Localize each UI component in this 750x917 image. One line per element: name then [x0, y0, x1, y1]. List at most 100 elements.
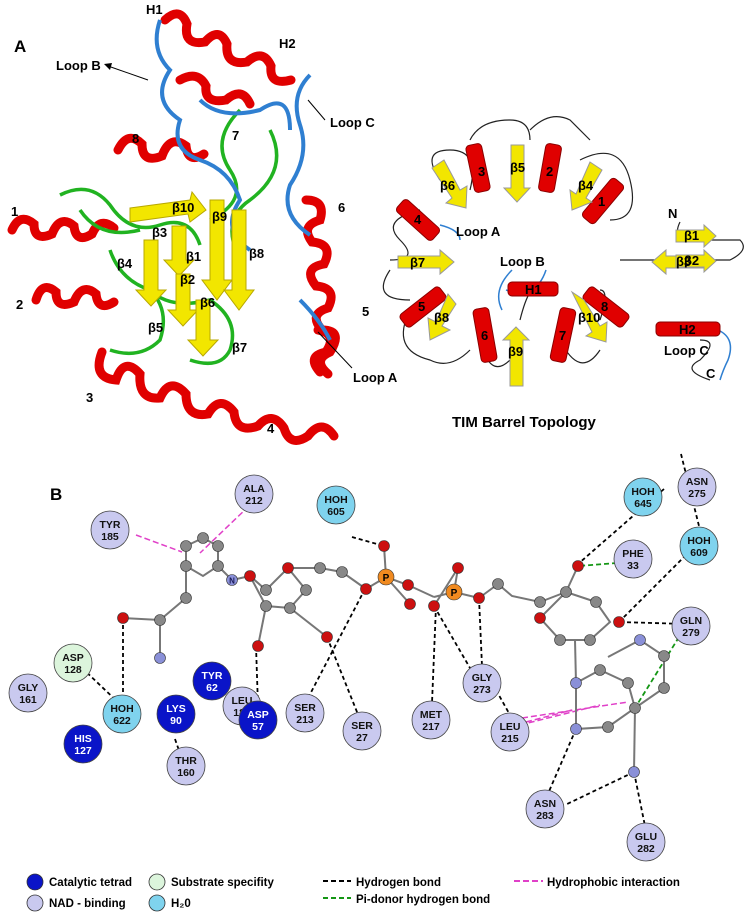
- label-helix-1: 1: [11, 204, 18, 219]
- legend-hydrophobic-label: Hydrophobic interaction: [547, 877, 680, 889]
- residue-name: ASP: [62, 652, 84, 664]
- label-helix-2: 2: [16, 297, 23, 312]
- residue-circle: [166, 746, 206, 786]
- residue-nodes: ALA212TYR185HOH605HOH645ASN275PHE33HOH60…: [8, 467, 719, 862]
- phosphorus-label-1: P: [383, 573, 390, 584]
- residue-number: 279: [682, 627, 700, 639]
- label-strand-5: β5: [148, 320, 163, 335]
- label-helix-3: 3: [86, 390, 93, 405]
- topo-strand-3: β3: [676, 254, 691, 269]
- residue-name: GLN: [680, 615, 702, 627]
- residue-circle: [613, 539, 653, 579]
- residue-number: 215: [501, 733, 519, 745]
- label-strand-3: β3: [152, 225, 167, 240]
- residue-name: MET: [420, 709, 443, 721]
- label-strand-9: β9: [212, 209, 227, 224]
- residue-circle: [525, 789, 565, 829]
- residue-circle: [490, 712, 530, 752]
- topo-helix-h1: H1: [525, 282, 542, 297]
- label-strand-2: β2: [180, 272, 195, 287]
- legend-substrate-label: Substrate specifity: [171, 877, 274, 889]
- strand-arrows: [129, 190, 255, 357]
- legend-nad-label: NAD - binding: [49, 898, 126, 910]
- topo-loop-b: Loop B: [500, 254, 545, 269]
- label-strand-4: β4: [117, 256, 133, 271]
- residue-name: ALA: [243, 483, 265, 495]
- ligand-bonds: [122, 536, 665, 773]
- label-helix-h1: H1: [146, 2, 163, 17]
- residue-circle: [411, 700, 451, 740]
- topo-helix-5: 5: [418, 299, 425, 314]
- residue-circle: [192, 661, 232, 701]
- residue-circle: [63, 724, 103, 764]
- topo-helix-3: 3: [478, 164, 485, 179]
- residue-number: 212: [245, 495, 263, 507]
- residue-circle: [102, 694, 142, 734]
- residue-name: HOH: [110, 703, 133, 715]
- arrow-loop-a: [317, 331, 353, 369]
- nitrogen-label: N: [229, 577, 235, 586]
- residue-circle: [53, 643, 93, 683]
- legend-hbond-label: Hydrogen bond: [356, 877, 441, 889]
- label-helix-4: 4: [267, 421, 275, 436]
- topo-strand-4: β4: [578, 178, 594, 193]
- residue-number: 160: [177, 767, 195, 779]
- residue-number: 605: [327, 506, 345, 518]
- residue-name: SER: [351, 720, 373, 732]
- residue-number: 217: [422, 721, 440, 733]
- label-helix-6: 6: [338, 200, 345, 215]
- arrow-loop-c: [307, 99, 326, 121]
- label-strand-7: β7: [232, 340, 247, 355]
- topo-strand-1: β1: [684, 228, 699, 243]
- phosphorus-atom-2: [445, 583, 463, 601]
- panel-label-a: A: [14, 37, 26, 56]
- loop-segments: [154, 19, 332, 341]
- residue-number: 62: [206, 682, 218, 694]
- topology-diagram: 3 2 1 4 5 6 7 8 H1 H2 β5 β6 β4 β7 β3 β1 …: [382, 116, 744, 431]
- residue-number: 609: [690, 547, 708, 559]
- residue-number: 283: [536, 810, 554, 822]
- residue-circle: [626, 822, 666, 862]
- residue-circle: [679, 526, 719, 566]
- residue-name: LEU: [500, 721, 521, 733]
- residue-number: 128: [64, 664, 82, 676]
- legend-water-swatch: [148, 894, 166, 912]
- topo-strand-8: β8: [434, 310, 449, 325]
- topo-strand-9: β9: [508, 344, 523, 359]
- legend-substrate-swatch: [148, 873, 166, 891]
- residue-number: 645: [634, 498, 652, 510]
- label-helix-8: 8: [132, 131, 139, 146]
- residue-circle: [316, 485, 356, 525]
- residue-name: TYR: [100, 519, 121, 531]
- label-strand-1: β1: [186, 249, 201, 264]
- residue-number: 213: [296, 714, 314, 726]
- label-helix-h2: H2: [279, 36, 296, 51]
- residue-name: HIS: [74, 733, 92, 745]
- label-loop-a: Loop A: [353, 370, 398, 385]
- residue-name: LYS: [166, 703, 185, 715]
- topo-helix-8: 8: [601, 299, 608, 314]
- topo-terminus-c: C: [706, 366, 716, 381]
- residue-name: PHE: [622, 548, 644, 560]
- legend-catalytic-swatch: [26, 873, 44, 891]
- residue-number: 161: [19, 694, 37, 706]
- topo-strand-10: β10: [578, 310, 600, 325]
- residue-number: 275: [688, 488, 706, 500]
- panel-label-b: B: [50, 485, 62, 504]
- residue-circle: [156, 694, 196, 734]
